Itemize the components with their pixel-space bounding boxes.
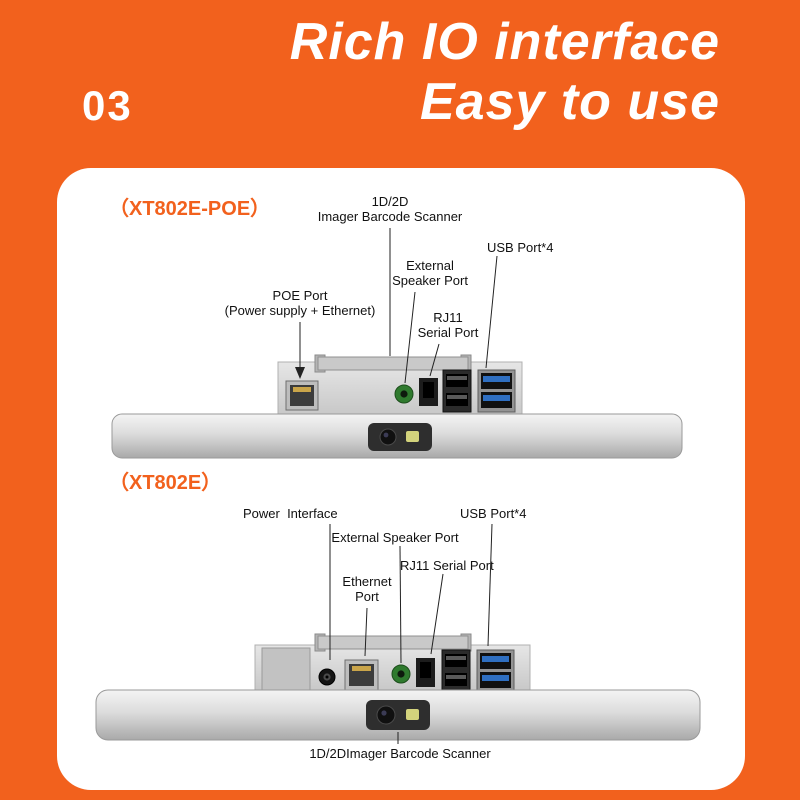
- device2-body: [95, 689, 701, 741]
- device1-body: [111, 413, 683, 459]
- device2-port-recess: [254, 644, 531, 694]
- rj11-port-2: [416, 658, 435, 687]
- speaker-jack-1: [394, 384, 414, 404]
- headline-line-1: Rich IO interface: [289, 13, 720, 71]
- device1-port-recess: [277, 361, 523, 419]
- label-ethernet-port-line1: Ethernet: [342, 574, 392, 589]
- label-speaker-port-2: External Speaker Port: [331, 530, 459, 545]
- device2-bracket-end-right: [460, 633, 472, 652]
- section-number: 03: [82, 82, 133, 129]
- label-rj11-port-1-line2: Serial Port: [417, 325, 479, 340]
- usb2-ports-2: [441, 649, 471, 693]
- label-speaker-port-1-line1: External: [406, 258, 454, 273]
- label-ethernet-port: Ethernet Port: [317, 574, 417, 604]
- label-rj11-port-1: RJ11 Serial Port: [398, 310, 498, 340]
- device2-graphic: [95, 633, 701, 741]
- barcode-scanner-window-1: [368, 423, 432, 451]
- device2-model-title: （XT802E）: [109, 472, 222, 494]
- rj11-port-1: [419, 378, 438, 406]
- device1-graphic: [111, 354, 683, 459]
- label-power-interface: Power Interface: [243, 506, 338, 521]
- device2-bracket-end-left: [314, 633, 326, 652]
- label-speaker-port-1-line2: Speaker Port: [392, 273, 468, 288]
- device1-bracket-end-right: [460, 354, 472, 373]
- label-usb-port-2: USB Port*4: [460, 506, 527, 521]
- leader-arrowhead-poe: [295, 367, 305, 379]
- headline: Rich IO interface Easy to use: [290, 12, 720, 132]
- device1-mounting-bracket: [317, 356, 469, 371]
- ethernet-rj45-port: [344, 659, 379, 691]
- label-speaker-port-1: External Speaker Port: [380, 258, 480, 288]
- label-rj11-port-2: RJ11 Serial Port: [400, 558, 494, 573]
- label-rj11-port-1-line1: RJ11: [433, 310, 463, 325]
- label-poe-port-line1: POE Port: [272, 288, 328, 303]
- label-barcode-scanner-1-line2: Imager Barcode Scanner: [317, 209, 463, 224]
- device1-bracket-end-left: [314, 354, 326, 373]
- label-barcode-scanner-2: 1D/2DImager Barcode Scanner: [309, 746, 491, 761]
- label-barcode-scanner-1-line1: 1D/2D: [371, 194, 409, 209]
- label-usb-port-1: USB Port*4: [487, 240, 554, 255]
- leader-line-ethernet-2: [364, 607, 368, 657]
- usb2-ports-1: [442, 369, 472, 413]
- content-panel: （XT802E-POE） （XT802E） 1D/2D Imager Barco…: [57, 168, 745, 790]
- device2-left-block: [261, 647, 311, 693]
- label-barcode-scanner-1: 1D/2D Imager Barcode Scanner: [290, 194, 490, 224]
- poe-rj45-port: [285, 380, 319, 411]
- leader-line-rj11-1: [429, 343, 440, 377]
- label-ethernet-port-line2: Port: [355, 589, 379, 604]
- speaker-jack-2: [391, 664, 411, 684]
- headline-line-2: Easy to use: [419, 73, 720, 131]
- leader-line-rj11-2: [430, 573, 444, 655]
- label-poe-port: POE Port (Power supply + Ethernet): [205, 288, 395, 318]
- label-poe-port-line2: (Power supply + Ethernet): [224, 303, 376, 318]
- device2-mounting-bracket: [317, 635, 469, 650]
- usb3-ports-1: [477, 369, 516, 413]
- device1-model-title: （XT802E-POE）: [109, 198, 271, 220]
- power-jack-port: [318, 668, 336, 686]
- barcode-scanner-window-2: [366, 700, 430, 730]
- usb3-ports-2: [476, 649, 515, 693]
- leader-line-usb-2: [487, 523, 493, 647]
